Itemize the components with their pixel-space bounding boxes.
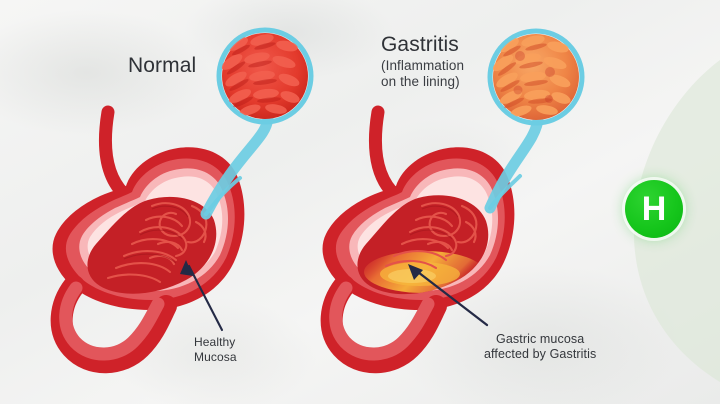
h-badge-letter: H [641,190,667,228]
normal-stomach-diagram [50,105,245,374]
rugae-shadows-left [123,205,189,264]
gastritis-subtitle-line2: on the lining) [381,74,460,89]
duodenum-inner-left [59,281,165,361]
gastritis-arrow [408,264,489,327]
pointer-line-left [200,112,274,220]
h-pylori-badge: H [625,180,683,238]
normal-villi-texture [221,34,300,116]
affected-label-line1: Gastric mucosa [496,332,585,346]
gastritis-panel-title: Gastritis [381,33,459,56]
rugae-folds-right [384,202,478,270]
normal-panel-title: Normal [128,54,197,77]
inset-ring-left [216,27,314,125]
inset-ring-right [487,28,585,126]
gastritis-mucosa-inset [484,28,585,214]
gastritis-subtitle-line1: (Inflammation [381,58,465,73]
healthy-label-line1: Healthy [194,335,236,349]
pointer-line-right [484,114,544,214]
duodenum-inner-right [329,281,435,361]
esophagus-right [368,105,403,203]
healthy-label-line2: Mucosa [194,349,237,364]
rugae-folds-left [106,202,208,284]
healthy-mucosa-arrow [180,260,224,332]
esophagus-left [98,105,133,203]
normal-mucosa-inset [200,27,314,220]
gastritis-stomach-diagram [320,105,515,374]
affected-label-line2: affected by Gastritis [484,347,597,361]
gastritis-villi-texture [492,35,571,117]
